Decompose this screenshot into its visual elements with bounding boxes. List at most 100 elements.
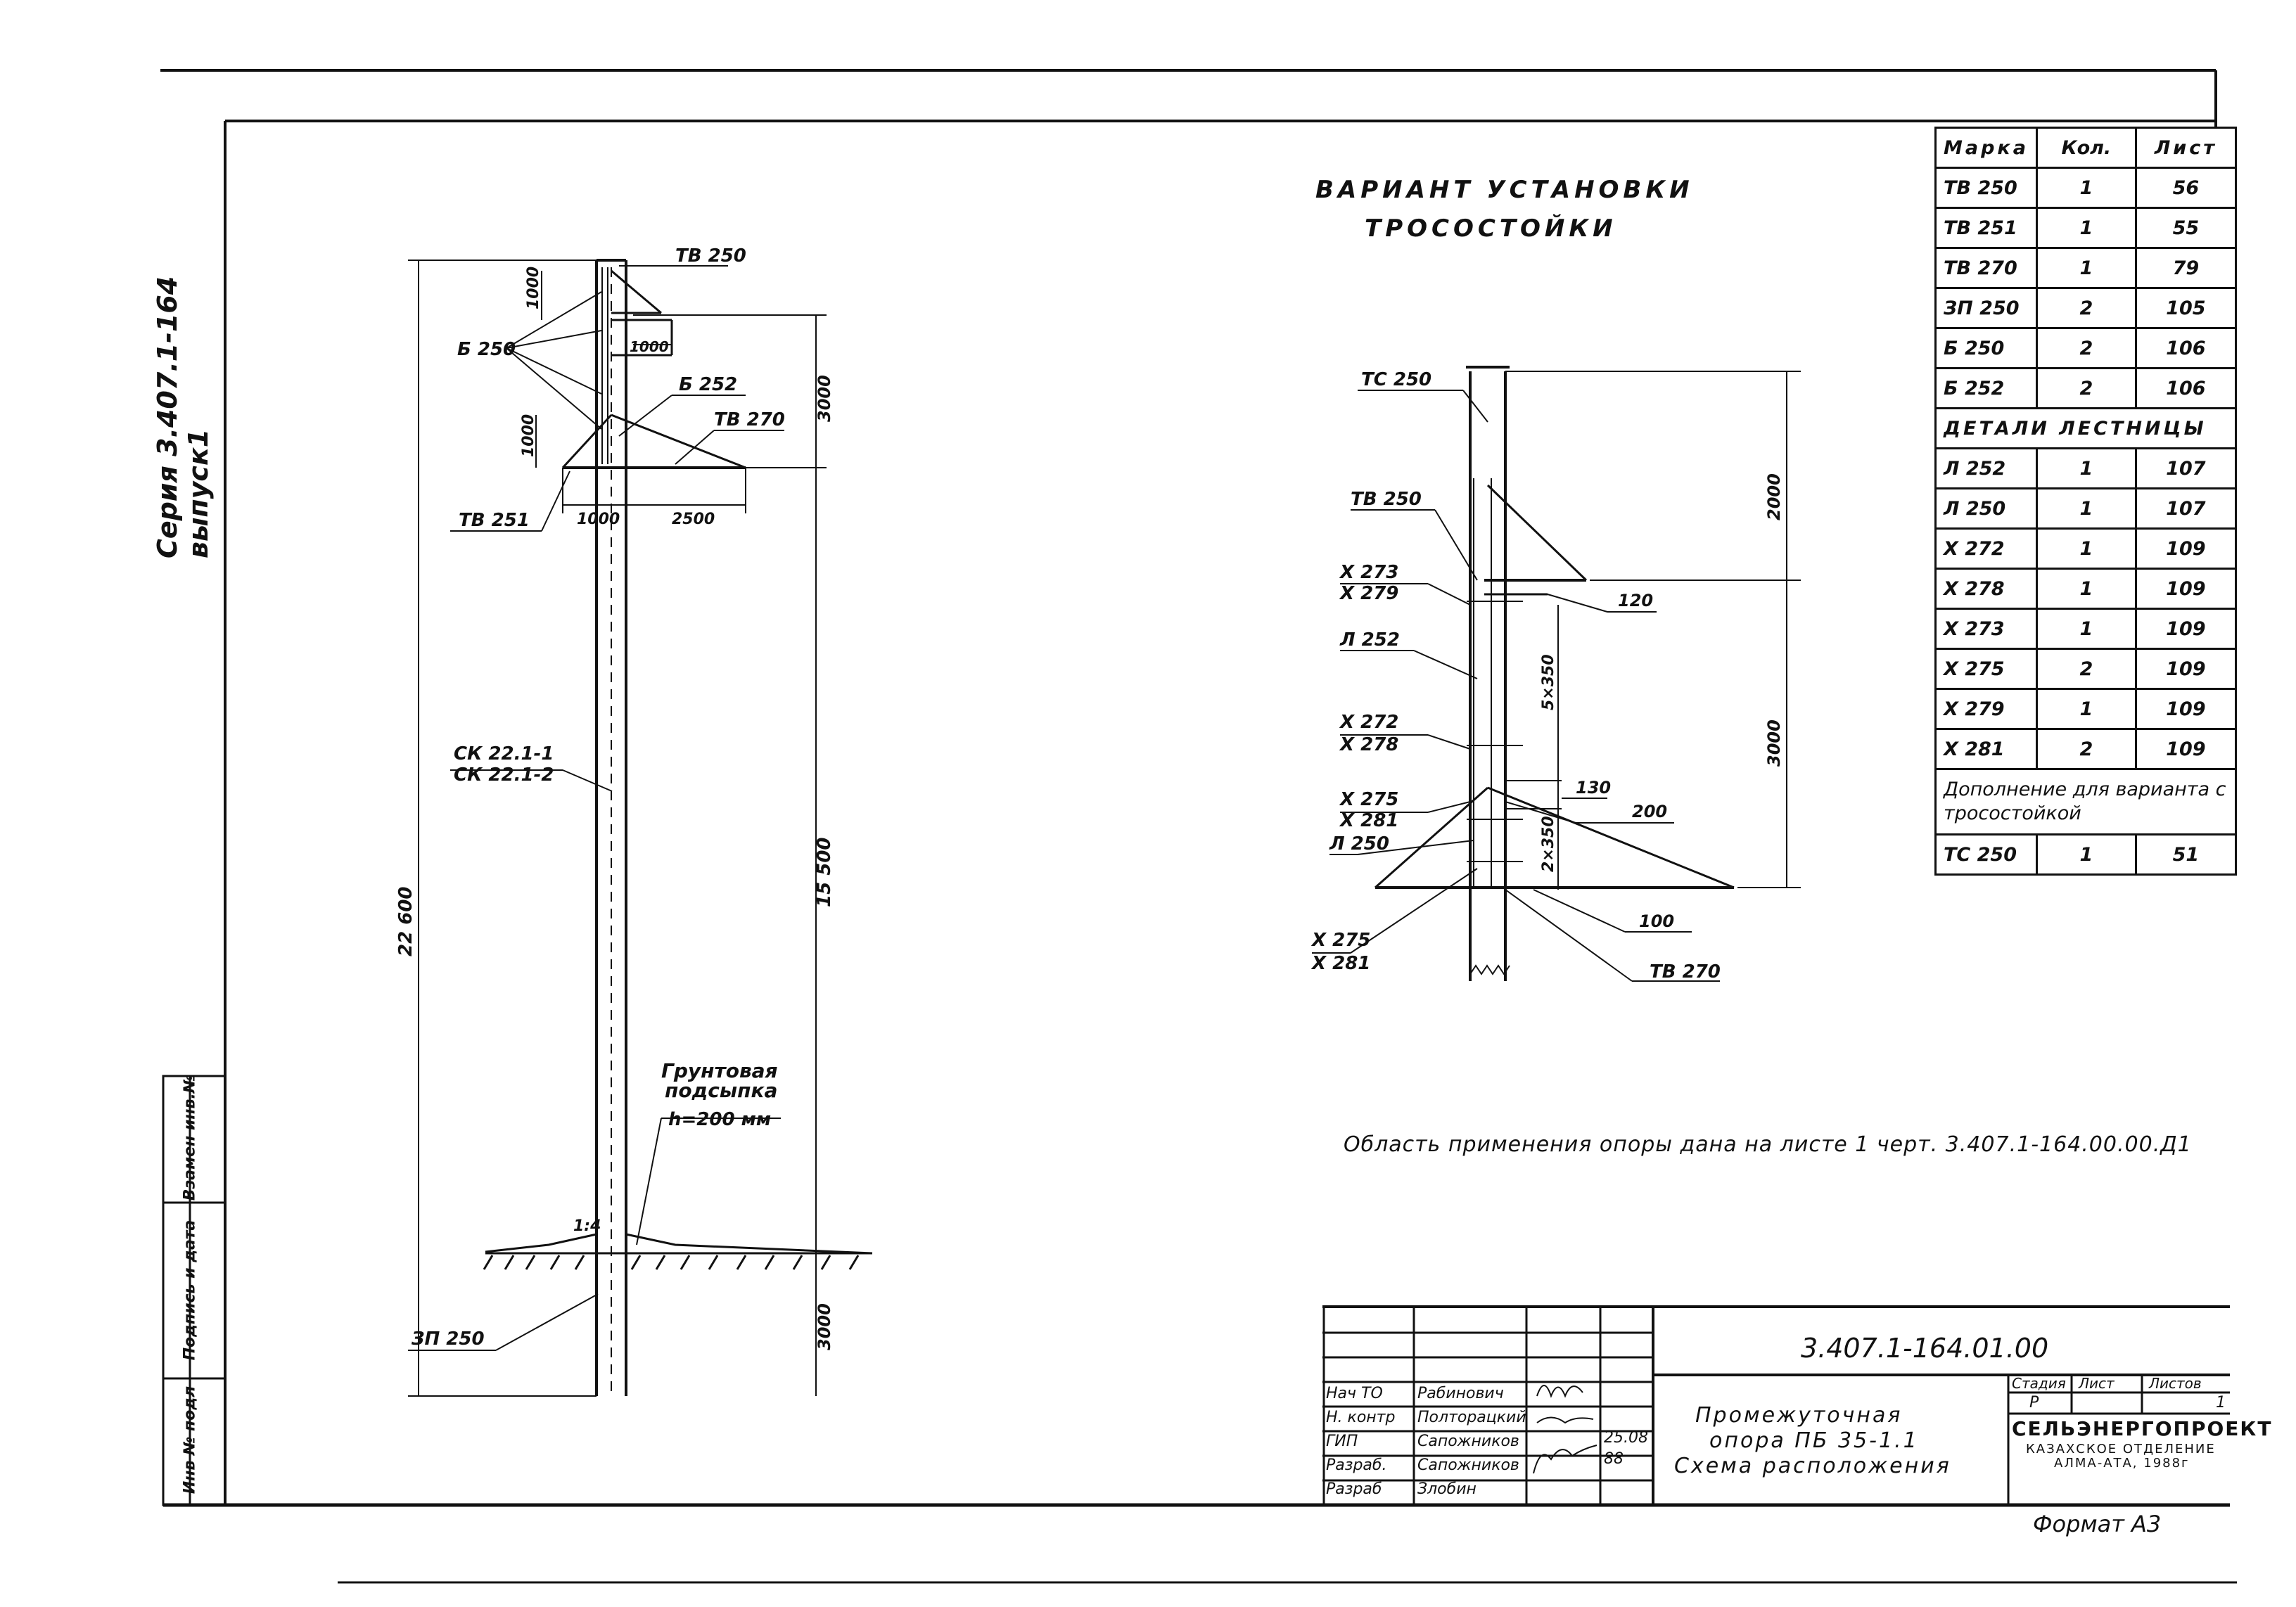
dim-22600: 22 600	[395, 886, 416, 956]
label-sk1: СК 22.1-1	[454, 743, 554, 764]
variant-label-x281: Х 281	[1339, 810, 1398, 831]
role: Разраб.	[1326, 1456, 1387, 1474]
sheet-label: Лист	[2079, 1375, 2115, 1392]
variant-dim-2000: 2000	[1764, 473, 1784, 520]
variant-dim-2x350: 2×350	[1540, 816, 1557, 872]
title-line: Схема расположения	[1674, 1454, 1951, 1478]
variant-label-x279: Х 279	[1339, 583, 1398, 604]
variant-label-l250: Л 250	[1329, 833, 1389, 854]
label-zp250: ЗП 250	[411, 1329, 485, 1350]
variant-label-x273: Х 273	[1339, 562, 1398, 583]
variant-label-tc250: ТС 250	[1361, 369, 1431, 390]
variant-label-x281b: Х 281	[1310, 953, 1370, 974]
title-line: Промежуточная	[1695, 1403, 1903, 1428]
label-soil3: h=200 мм	[668, 1109, 771, 1130]
variant-label-tv250: ТВ 250	[1351, 489, 1422, 510]
name: Сапожников	[1417, 1456, 1519, 1474]
label-tv250: ТВ 250	[675, 245, 746, 267]
stage-value: Р	[2029, 1394, 2039, 1411]
stage-label: Стадия	[2012, 1375, 2066, 1392]
title-block-grid	[1322, 1305, 2230, 1505]
label-sk2: СК 22.1-2	[454, 764, 554, 786]
label-soil1: Грунтовая	[661, 1059, 778, 1082]
variant-dim-3000: 3000	[1764, 719, 1784, 767]
dim-15500: 15 500	[814, 837, 835, 907]
spec-section-addition: Дополнение для варианта с тросостойкой	[1934, 768, 2237, 835]
variant-label-l252: Л 252	[1339, 629, 1400, 651]
date-field: 25.08 88	[1604, 1429, 1648, 1468]
role: Н. контр	[1326, 1409, 1396, 1426]
dim-1000-mid: 1000	[520, 414, 537, 457]
dim-1000-top: 1000	[525, 267, 542, 309]
drawing-title: Промежуточная опора ПБ 35-1.1 Схема расп…	[1674, 1403, 1951, 1479]
variant-title-line2: ТРОСОСТОЙКИ	[1365, 215, 1617, 243]
signatures	[1533, 1385, 1597, 1474]
doc-number: 3.407.1-164.01.00	[1801, 1333, 2049, 1364]
label-tv251: ТВ 251	[459, 510, 530, 531]
spec-header-qty: Кол.	[2035, 127, 2137, 169]
variant-dim-100: 100	[1639, 911, 1674, 931]
label-slope: 1:4	[573, 1217, 601, 1235]
variant-label-tv270: ТВ 270	[1650, 961, 1721, 982]
spec-header-row: Марка Кол. Лист	[1934, 127, 2238, 169]
variant-dim-130: 130	[1576, 778, 1611, 798]
variant-label-x275: Х 275	[1339, 789, 1398, 810]
roles-column: Нач ТО Н. контр ГИП Разраб. Разраб	[1326, 1382, 1395, 1502]
role: Нач ТО	[1326, 1385, 1383, 1402]
title-block: 3.407.1-164.01.00 Нач ТО Н. контр ГИП Ра…	[1322, 1305, 2273, 1505]
variant-title-line1: ВАРИАНТ УСТАНОВКИ	[1315, 176, 1694, 204]
dim-3000-top: 3000	[815, 375, 834, 422]
role: ГИП	[1326, 1433, 1358, 1450]
name: Злобин	[1417, 1480, 1477, 1498]
dim-2500: 2500	[672, 511, 715, 528]
variant-dim-5x350: 5×350	[1540, 654, 1557, 710]
title-line: опора ПБ 35-1.1	[1709, 1428, 1919, 1453]
dim-1000-arm: 1000	[630, 338, 669, 355]
dim-1000-horizontal: 1000	[577, 511, 620, 528]
sheets-value: 1	[2216, 1394, 2226, 1411]
org-name: СЕЛЬЭНЕРГОПРОЕКТ	[2012, 1417, 2273, 1440]
variant-label-x275b: Х 275	[1310, 930, 1370, 951]
role: Разраб	[1326, 1480, 1382, 1498]
variant-dim-200: 200	[1632, 802, 1667, 821]
name: Рабинович	[1417, 1385, 1504, 1402]
spec-section-ladder: ДЕТАЛИ ЛЕСТНИЦЫ	[1934, 407, 2237, 449]
dim-3000-bottom: 3000	[815, 1303, 834, 1350]
sheets-label: Листов	[2149, 1375, 2202, 1392]
variant-label-x278: Х 278	[1339, 734, 1398, 755]
spec-header-mark: Марка	[1934, 127, 2038, 169]
org-branch: КАЗАХСКОЕ ОТДЕЛЕНИЕ	[2026, 1442, 2216, 1456]
label-tv270: ТВ 270	[714, 409, 785, 430]
variant-label-x272: Х 272	[1339, 712, 1398, 733]
label-b250: Б 250	[457, 339, 516, 360]
name: Полторацкий	[1417, 1409, 1526, 1426]
spec-header-sheet: Лист	[2134, 127, 2238, 169]
names-column: Рабинович Полторацкий Сапожников Сапожни…	[1417, 1382, 1526, 1502]
variant-dim-120: 120	[1618, 591, 1653, 610]
label-soil2: подсыпка	[665, 1079, 777, 1102]
org-city: АЛМА-АТА, 1988г	[2054, 1456, 2190, 1471]
paper-format: Формат А3	[2033, 1511, 2162, 1537]
name: Сапожников	[1417, 1433, 1519, 1450]
label-b252: Б 252	[679, 374, 737, 395]
application-note: Область применения опоры дана на листе 1…	[1344, 1132, 2192, 1157]
